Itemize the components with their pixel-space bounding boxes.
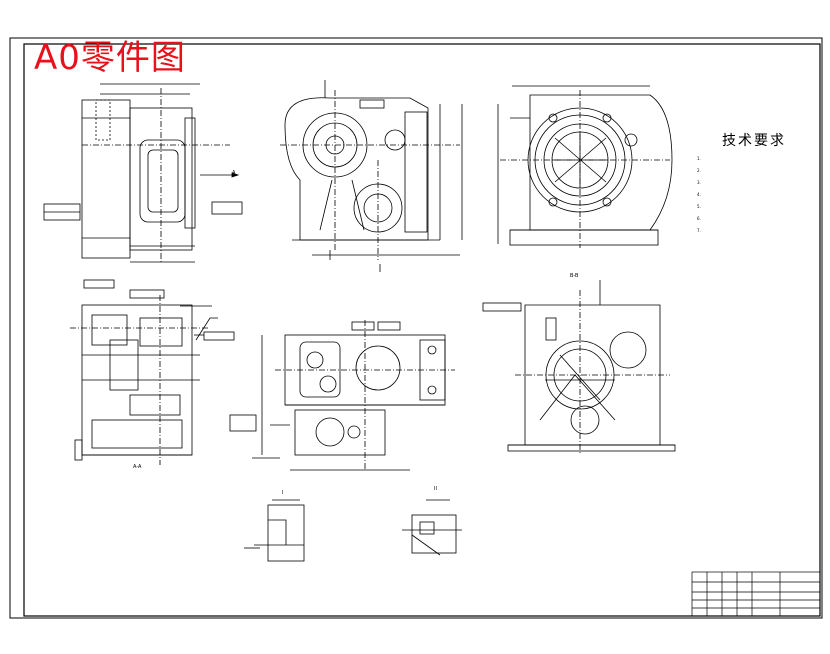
title-block [691, 571, 821, 617]
detail-i-label: I [282, 490, 284, 496]
side-view-top [43, 83, 243, 263]
inner-border [23, 43, 821, 617]
tech-requirement-item: 6. [697, 216, 701, 221]
tech-requirement-item: 3. [697, 180, 701, 185]
circular-view-top [497, 85, 673, 248]
section-aa-label: A-A [133, 464, 142, 470]
tech-requirement-item: 7. [697, 228, 701, 233]
middle-front-view [252, 320, 455, 471]
detail-i-view [244, 499, 305, 562]
tech-requirement-item: 4. [697, 192, 701, 197]
front-view-top [280, 80, 463, 272]
outer-border [9, 37, 823, 619]
section-bb-label: B-B [570, 273, 579, 279]
section-bb-view [482, 280, 676, 455]
detail-ii-label: II [434, 486, 437, 492]
watermark-label: A0零件图 [34, 38, 186, 78]
view-a-label: A [232, 170, 236, 176]
tech-requirements-title: 技术要求 [722, 133, 786, 149]
tech-requirement-item: 1. [697, 156, 701, 161]
detail-ii-view [402, 499, 462, 556]
section-aa-view [70, 279, 257, 465]
tech-requirement-item: 2. [697, 168, 701, 173]
tech-requirements-list: 1. 2. 3. 4. 5. 6. 7. [697, 153, 815, 237]
tech-requirement-item: 5. [697, 204, 701, 209]
